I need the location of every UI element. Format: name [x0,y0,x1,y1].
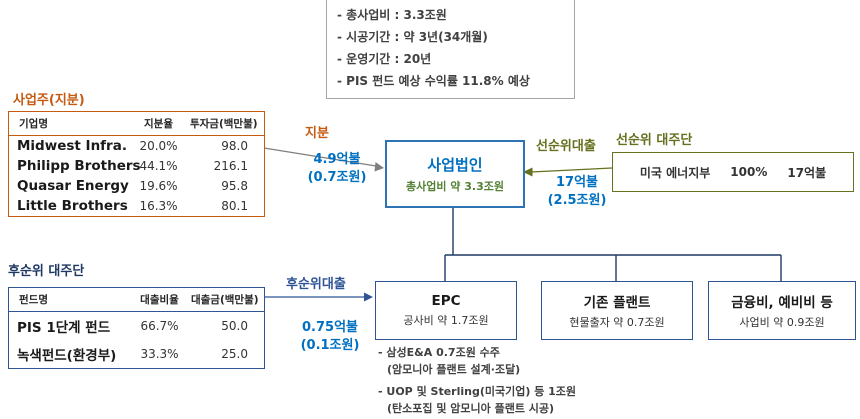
fund-name: PIS 1단계 펀드 [17,320,111,336]
use-box-existing-plant: 기존 플랜트 현물출자 약 0.7조원 [541,281,693,340]
loan-amount: 50.0 [221,319,248,333]
note-line: (탄소포집 및 암모니아 플랜트 시공) [387,402,555,415]
column-header: 대출비율 [133,287,186,312]
senior-lender-entity: 미국 에너지부 [639,165,711,180]
equity-ratio: 44.1% [139,159,178,173]
use-box-financing-reserve: 금융비, 예비비 등 사업비 약 0.9조원 [708,281,856,340]
table-row: PIS 1단계 펀드 66.7% 50.0 [9,312,265,341]
note-line: - UOP 및 Sterling(미국기업) 등 1조원 [378,385,577,398]
equity-amount-usd: 4.9억불 [313,152,361,167]
equity-ratio: 19.6% [139,179,178,193]
use-box-title: EPC [431,293,461,309]
column-header: 투자금(백만불) [183,111,265,136]
junior-arrow-head [364,292,373,302]
loan-ratio: 33.3% [140,347,179,361]
summary-operation-period: - 운영기간 : 20년 [337,52,432,66]
epc-notes: - 삼성E&A 0.7조원 수주 (암모니아 플랜트 설계·조달) - UOP … [378,344,576,417]
note-line: - 삼성E&A 0.7조원 수주 [378,346,500,359]
investment-amount: 98.0 [221,139,248,153]
senior-lender-amount: 17억불 [787,165,827,180]
column-header: 지분율 [133,111,184,136]
use-box-subtitle: 사업비 약 0.9조원 [739,316,825,329]
junior-amount-usd: 0.75억불 [302,320,358,335]
table-row: 녹색펀드(환경부) 33.3% 25.0 [9,340,265,369]
spv-title: 사업법인 [427,156,483,174]
summary-total-cost: - 총사업비 : 3.3조원 [337,8,447,22]
junior-loan-label: 후순위대출 [286,277,346,292]
use-box-subtitle: 공사비 약 1.7조원 [403,314,489,327]
spv-box: 사업법인 총사업비 약 3.3조원 [385,140,525,208]
senior-arrow-line [530,167,613,173]
use-box-subtitle: 현물출자 약 0.7조원 [569,316,665,329]
table-row: Midwest Infra. 20.0% 98.0 [9,136,265,157]
summary-expected-return: - PIS 펀드 예상 수익률 11.8% 예상 [337,74,530,88]
table-row: Philipp Brothers 44.1% 216.1 [9,156,265,176]
equity-flow-amount: 4.9억불 (0.7조원) [291,151,383,187]
junior-lenders-table: 펀드명 대출비율 대출금(백만불) PIS 1단계 펀드 66.7% 50.0 … [8,287,265,369]
table-row: Little Brothers 16.3% 80.1 [9,196,265,217]
uses-tree-connector [444,204,782,281]
column-header: 대출금(백만불) [185,287,265,312]
junior-lenders-title: 후순위 대주단 [8,264,85,279]
senior-loan-label: 선순위대출 [536,139,596,154]
column-header: 기업명 [8,111,134,136]
shareholders-header-row: 기업명 지분율 투자금(백만불) [8,111,265,136]
spv-total-cost: 총사업비 약 3.3조원 [406,180,504,193]
company-name: Midwest Infra. [17,138,127,154]
senior-lenders-title: 선순위 대주단 [616,133,693,148]
senior-amount-krw: (2.5조원) [547,193,607,208]
use-box-epc: EPC 공사비 약 1.7조원 [375,281,517,340]
senior-lender-box: 미국 에너지부 100% 17억불 [612,152,854,192]
senior-amount-usd: 17억불 [555,175,598,190]
equity-ratio: 16.3% [139,199,178,213]
investment-amount: 95.8 [221,179,248,193]
junior-header-row: 펀드명 대출비율 대출금(백만불) [8,287,265,312]
investment-amount: 80.1 [221,199,248,213]
use-box-title: 금융비, 예비비 등 [731,295,833,311]
company-name: Quasar Energy [17,178,129,194]
equity-amount-krw: (0.7조원) [307,170,367,185]
senior-lender-share: 100% [730,165,768,179]
junior-loan-amount: 0.75억불 (0.1조원) [282,319,378,355]
company-name: Philipp Brothers [17,158,141,174]
equity-flow-label: 지분 [305,126,329,141]
shareholders-section-title: 사업주(지분) [13,93,85,108]
column-header: 펀드명 [8,287,134,312]
investment-amount: 216.1 [213,159,248,173]
fund-name: 녹색펀드(환경부) [17,348,117,364]
project-summary-box: - 총사업비 : 3.3조원 - 시공기간 : 약 3년(34개월) - 운영기… [326,0,575,99]
company-name: Little Brothers [17,198,128,214]
summary-construction-period: - 시공기간 : 약 3년(34개월) [337,30,488,44]
equity-ratio: 20.0% [139,139,178,153]
senior-loan-amount: 17억불 (2.5조원) [531,174,623,210]
loan-ratio: 66.7% [140,319,179,333]
loan-amount: 25.0 [221,347,248,361]
shareholders-table: 기업명 지분율 투자금(백만불) Midwest Infra. 20.0% 98… [8,111,265,217]
note-line: (암모니아 플랜트 설계·조달) [387,363,521,376]
table-row: Quasar Energy 19.6% 95.8 [9,176,265,196]
use-box-title: 기존 플랜트 [583,295,651,311]
junior-amount-krw: (0.1조원) [300,338,360,353]
